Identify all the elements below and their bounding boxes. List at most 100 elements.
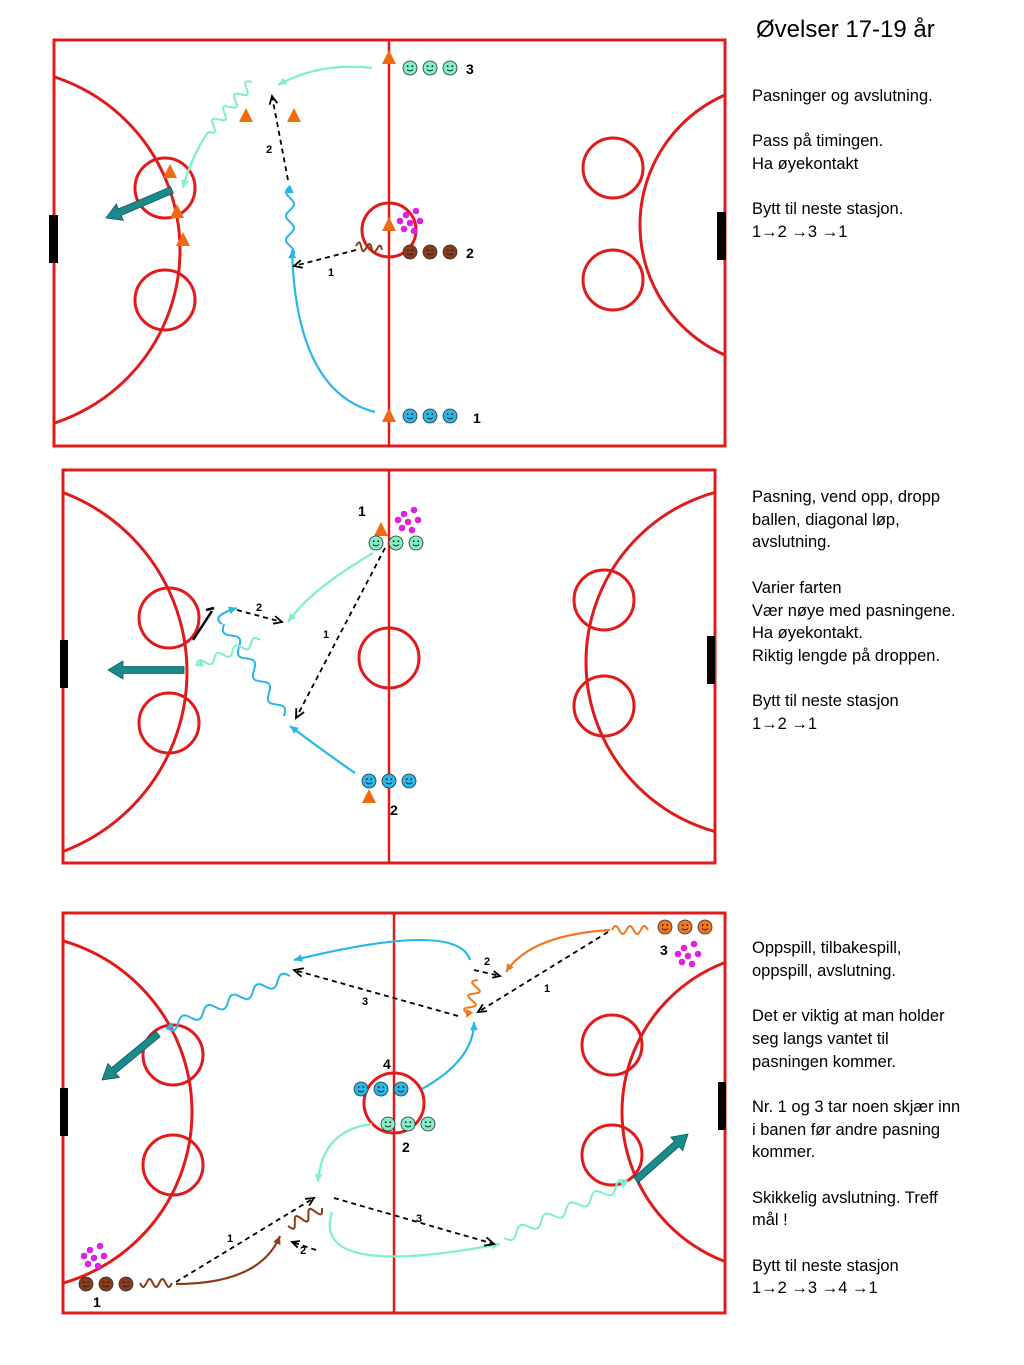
smiley-mouth xyxy=(446,417,454,420)
station-label-1: 1 xyxy=(473,410,481,426)
pass-label: 2 xyxy=(300,1245,306,1257)
drill-1-notes: Pasninger og avslutning. Pass på timinge… xyxy=(752,85,1017,244)
smiley-eye xyxy=(402,1086,405,1089)
faceoff-circle xyxy=(137,691,201,755)
puck-icon xyxy=(694,950,702,958)
smiley-mouth xyxy=(424,1125,432,1128)
smiley-eye xyxy=(390,778,393,781)
smiley-icon xyxy=(98,1276,114,1292)
smiley-face xyxy=(422,408,438,424)
goal-icon xyxy=(718,1082,726,1130)
smiley-face xyxy=(697,919,713,935)
station-label-4: 4 xyxy=(383,1056,391,1072)
smiley-eye xyxy=(377,1086,380,1089)
smiley-icon xyxy=(408,535,424,551)
station-label-2: 2 xyxy=(402,1139,410,1155)
pass-label: 3 xyxy=(416,1213,422,1225)
smiley-eye xyxy=(451,65,454,68)
faceoff-circle xyxy=(141,1023,205,1087)
stickhandle-path xyxy=(284,185,296,259)
center-circle xyxy=(362,1071,426,1135)
smiley-mouth xyxy=(102,1285,110,1288)
zone-arc-left xyxy=(54,75,182,425)
skate-path xyxy=(293,938,472,962)
smiley-eye xyxy=(451,249,454,252)
puck-icon xyxy=(404,518,412,526)
pass-label: 1 xyxy=(328,267,334,279)
smiley-face xyxy=(442,408,458,424)
pass-line-head xyxy=(268,93,279,105)
smiley-face xyxy=(118,1276,134,1292)
pass-label: 3 xyxy=(362,996,368,1008)
station-label-1: 1 xyxy=(358,503,366,519)
smiley-mouth xyxy=(365,782,373,785)
smiley-eye xyxy=(372,540,375,543)
smiley-eye xyxy=(446,249,449,252)
pass-label: 2 xyxy=(484,956,490,968)
pass-line xyxy=(271,95,289,181)
cone-icon xyxy=(163,164,177,178)
smiley-icon xyxy=(353,1081,369,1097)
smiley-face xyxy=(400,1116,416,1132)
smiley-mouth xyxy=(385,782,393,785)
smiley-icon xyxy=(442,408,458,424)
puck-icon xyxy=(96,1242,104,1250)
shot-arrow-icon xyxy=(633,1133,689,1184)
skate-path-head xyxy=(470,1022,478,1031)
smiley-face xyxy=(677,919,693,935)
smiley-eye xyxy=(661,924,664,927)
stick-icon xyxy=(191,610,214,641)
puck-icon xyxy=(100,1252,108,1260)
pass-line-head xyxy=(290,1240,301,1249)
smiley-eye xyxy=(426,65,429,68)
zone-arc-right xyxy=(620,960,725,1264)
smiley-eye xyxy=(446,413,449,416)
smiley-eye xyxy=(406,249,409,252)
faceoff-circle xyxy=(141,1133,205,1197)
puck-icon xyxy=(674,950,682,958)
puck-icon xyxy=(400,510,408,518)
pass-label: 1 xyxy=(544,983,550,995)
puck-icon xyxy=(396,217,404,225)
drill-2-note: Varier farten Vær nøye med pasningene. H… xyxy=(752,578,956,665)
drill-3-notes: Oppspill, tilbakespill, oppspill, avslut… xyxy=(752,937,1017,1300)
station-label-2: 2 xyxy=(390,802,398,818)
smiley-face xyxy=(388,535,404,551)
stickhandle-path-head xyxy=(166,1022,174,1029)
smiley-eye xyxy=(102,1281,105,1284)
stickhandle-path xyxy=(221,623,287,717)
smiley-icon xyxy=(393,1081,409,1097)
smiley-face xyxy=(361,773,377,789)
smiley-face xyxy=(373,1081,389,1097)
smiley-icon xyxy=(373,1081,389,1097)
skate-path xyxy=(290,249,376,414)
smiley-mouth xyxy=(404,1125,412,1128)
drill-3-note: Skikkelig avslutning. Treff mål ! xyxy=(752,1188,938,1230)
smiley-eye xyxy=(431,413,434,416)
stickhandle-path xyxy=(195,637,261,667)
smiley-eye xyxy=(411,65,414,68)
smiley-mouth xyxy=(446,69,454,72)
smiley-eye xyxy=(404,1121,407,1124)
skate-path-head xyxy=(273,1236,281,1245)
smiley-icon xyxy=(402,60,418,76)
smiley-eye xyxy=(426,413,429,416)
smiley-face xyxy=(98,1276,114,1292)
drill-2-note: Pasning, vend opp, dropp ballen, diagona… xyxy=(752,488,941,552)
zone-arc-left xyxy=(63,939,194,1285)
station-label-1: 1 xyxy=(93,1294,101,1310)
smiley-icon xyxy=(381,773,397,789)
puck-icon xyxy=(680,944,688,952)
pass-label: 1 xyxy=(323,629,329,641)
smiley-icon xyxy=(361,773,377,789)
smiley-eye xyxy=(701,924,704,927)
goal-icon xyxy=(60,640,68,688)
pass-line-head xyxy=(491,970,503,979)
drill-2-note: Bytt til neste stasjon 1→2 →1 xyxy=(752,692,899,733)
puck-icon xyxy=(402,211,410,219)
smiley-icon xyxy=(442,244,458,260)
smiley-icon xyxy=(697,919,713,935)
smiley-eye xyxy=(406,413,409,416)
faceoff-circle xyxy=(572,568,636,632)
smiley-eye xyxy=(411,413,414,416)
